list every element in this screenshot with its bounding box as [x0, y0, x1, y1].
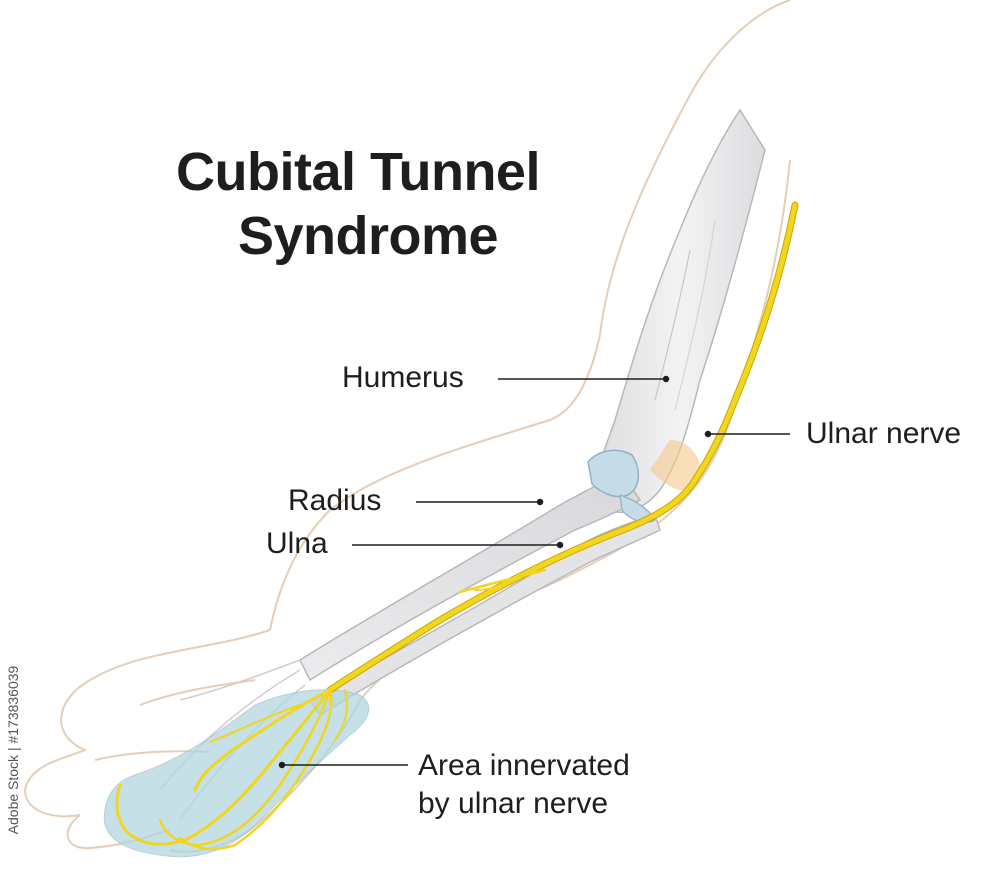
label-ulna: Ulna [266, 527, 328, 560]
innervated-area [103, 689, 370, 858]
leader-lines [278, 375, 790, 769]
title-line-2: Syndrome [238, 206, 499, 266]
stock-id-watermark: Adobe Stock | #173836039 [2, 630, 24, 870]
label-humerus: Humerus [342, 361, 464, 394]
ulnar-nerve [115, 201, 799, 851]
label-ulnar-nerve: Ulnar nerve [806, 417, 962, 450]
ulna-bone [308, 514, 661, 717]
elbow-joint [650, 440, 701, 491]
label-area-line-1: Area innervated [418, 749, 630, 782]
radius-bone [299, 468, 642, 682]
stock-id-text: Adobe Stock | #173836039 [5, 665, 21, 835]
title-line-1: Cubital Tunnel [176, 142, 540, 202]
page-title: Cubital Tunnel Syndrome [176, 140, 636, 268]
label-radius: Radius [288, 484, 382, 517]
label-area-line-2: by ulnar nerve [418, 787, 609, 820]
elbow-cartilage [587, 449, 656, 523]
